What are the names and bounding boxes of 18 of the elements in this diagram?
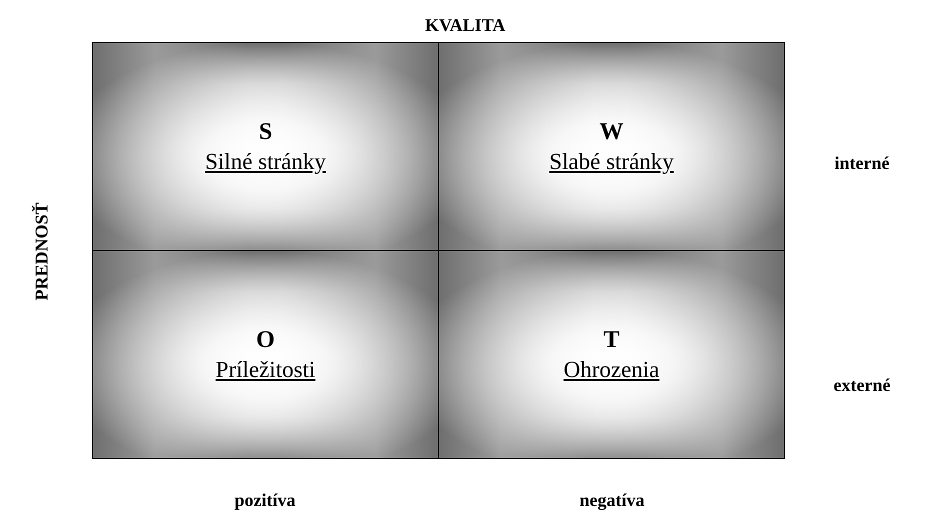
column-label: pozitíva: [234, 490, 296, 510]
quadrant-title: Slabé stránky: [549, 148, 674, 176]
column-label: negatíva: [580, 490, 644, 510]
opportunity-quadrant: [92, 250, 439, 459]
quadrant-letter: S: [258, 118, 272, 146]
axis-title: KVALITA: [425, 14, 506, 36]
row-label: externé: [834, 374, 890, 396]
row-label: interné: [834, 152, 890, 174]
quadrant-letter: O: [256, 326, 275, 354]
quadrant-letter: T: [603, 326, 620, 354]
strength-quadrant: [92, 42, 439, 251]
quadrant-letter: W: [600, 118, 624, 146]
threat-quadrant: [438, 250, 785, 459]
quadrant-title: Ohrozenia: [564, 356, 660, 384]
weakness-quadrant: [438, 42, 785, 251]
quadrant-title: Silné stránky: [205, 148, 326, 176]
quadrant-title: Príležitosti: [216, 356, 316, 384]
axis-title: PREDNOSŤ: [32, 202, 52, 300]
